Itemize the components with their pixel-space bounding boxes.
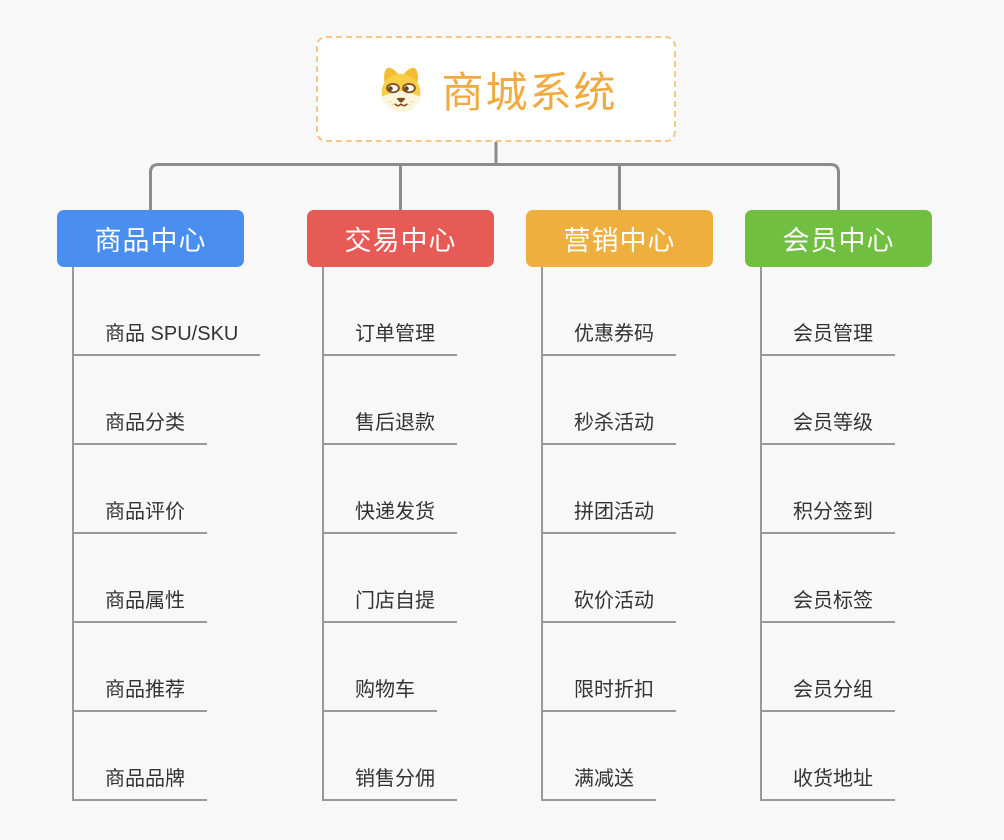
child-topic[interactable]: 限时折扣 xyxy=(543,673,676,712)
child-topic[interactable]: 购物车 xyxy=(324,673,437,712)
child-row: 砍价活动 xyxy=(543,534,676,623)
child-row: 会员等级 xyxy=(762,356,895,445)
child-topic[interactable]: 门店自提 xyxy=(324,584,457,623)
child-row: 会员管理 xyxy=(762,267,895,356)
branch-header-member-center[interactable]: 会员中心 xyxy=(745,210,932,267)
child-topic[interactable]: 商品评价 xyxy=(74,495,207,534)
root-node[interactable]: 商城系统 xyxy=(316,36,676,142)
child-topic[interactable]: 秒杀活动 xyxy=(543,406,676,445)
child-topic[interactable]: 商品品牌 xyxy=(74,762,207,801)
child-row: 会员标签 xyxy=(762,534,895,623)
child-row: 商品属性 xyxy=(74,534,260,623)
branch-header-product-center[interactable]: 商品中心 xyxy=(57,210,244,267)
root-title: 商城系统 xyxy=(441,68,618,116)
branch-children-marketing-center: 优惠券码 秒杀活动 拼团活动 砍价活动 限时折扣 满减送 xyxy=(541,267,676,801)
child-topic[interactable]: 销售分佣 xyxy=(324,762,457,801)
child-topic[interactable]: 订单管理 xyxy=(324,317,457,356)
child-row: 商品分类 xyxy=(74,356,260,445)
child-topic[interactable]: 商品推荐 xyxy=(74,673,207,712)
child-row: 优惠券码 xyxy=(543,267,676,356)
child-row: 商品 SPU/SKU xyxy=(74,267,261,356)
child-topic[interactable]: 会员管理 xyxy=(762,317,895,356)
child-topic[interactable]: 收货地址 xyxy=(762,762,895,801)
child-row: 限时折扣 xyxy=(543,623,676,712)
child-row: 满减送 xyxy=(543,712,676,801)
branch-children-product-center: 商品 SPU/SKU 商品分类 商品评价 商品属性 商品推荐 商品品牌 xyxy=(72,267,261,801)
child-topic[interactable]: 拼团活动 xyxy=(543,495,676,534)
child-topic[interactable]: 会员等级 xyxy=(762,406,895,445)
child-topic[interactable]: 会员标签 xyxy=(762,584,895,623)
branch-header-trade-center[interactable]: 交易中心 xyxy=(307,210,494,267)
child-topic[interactable]: 售后退款 xyxy=(324,406,457,445)
child-row: 门店自提 xyxy=(324,534,457,623)
child-topic[interactable]: 快递发货 xyxy=(324,495,457,534)
child-row: 积分签到 xyxy=(762,445,895,534)
child-topic[interactable]: 商品属性 xyxy=(74,584,207,623)
child-row: 商品评价 xyxy=(74,445,260,534)
child-row: 订单管理 xyxy=(324,267,457,356)
child-row: 购物车 xyxy=(324,623,457,712)
child-topic[interactable]: 优惠券码 xyxy=(543,317,676,356)
child-row: 商品推荐 xyxy=(74,623,260,712)
child-row: 会员分组 xyxy=(762,623,895,712)
dog-logo-icon xyxy=(382,67,421,113)
child-row: 拼团活动 xyxy=(543,445,676,534)
branch-header-marketing-center[interactable]: 营销中心 xyxy=(526,210,713,267)
branch-children-trade-center: 订单管理 售后退款 快递发货 门店自提 购物车 销售分佣 xyxy=(322,267,457,801)
child-row: 商品品牌 xyxy=(74,712,260,801)
child-row: 销售分佣 xyxy=(324,712,457,801)
child-topic[interactable]: 积分签到 xyxy=(762,495,895,534)
child-row: 快递发货 xyxy=(324,445,457,534)
child-topic[interactable]: 商品分类 xyxy=(74,406,207,445)
child-topic[interactable]: 商品 SPU/SKU xyxy=(74,317,261,356)
child-topic[interactable]: 会员分组 xyxy=(762,673,895,712)
child-row: 收货地址 xyxy=(762,712,895,801)
child-row: 售后退款 xyxy=(324,356,457,445)
child-row: 秒杀活动 xyxy=(543,356,676,445)
child-topic[interactable]: 满减送 xyxy=(543,762,656,801)
child-topic[interactable]: 砍价活动 xyxy=(543,584,676,623)
branch-children-member-center: 会员管理 会员等级 积分签到 会员标签 会员分组 收货地址 xyxy=(760,267,895,801)
